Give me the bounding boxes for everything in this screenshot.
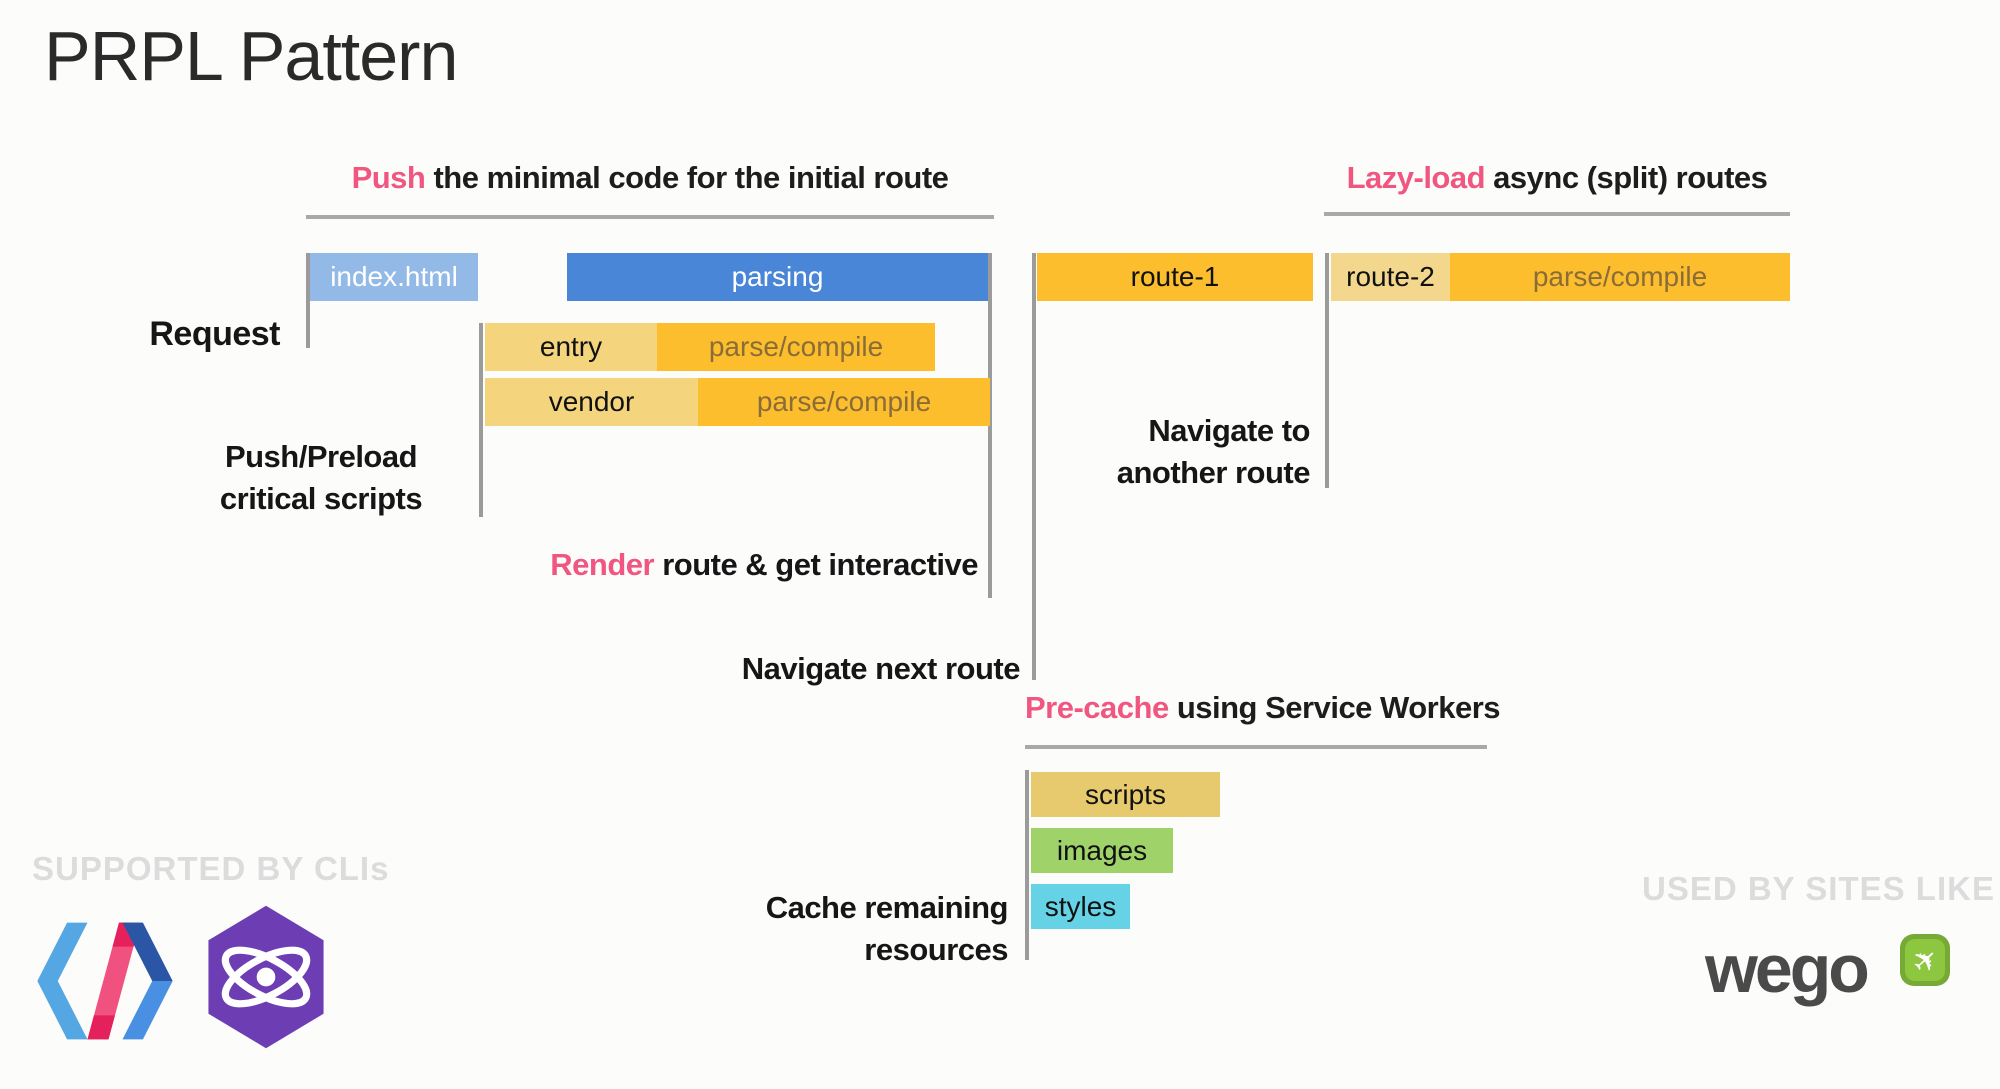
navigate-next-line [1032,253,1036,680]
supported-by-clis-caption: SUPPORTED BY CLIs [32,850,390,887]
heading-lazyload-highlight: Lazy-load [1346,160,1486,195]
label-navigate-next: Navigate next route [741,651,1021,686]
bar-vendor: vendor parse/compile [485,378,990,426]
heading-lazyload-rest: async (split) routes [1485,160,1768,195]
label-render-highlight: Render [550,547,655,582]
page-title: PRPL Pattern [44,17,458,95]
bar-entry-download: entry [485,323,657,371]
label-cache-remaining-line1: Cache remaining [765,890,1009,925]
label-cache-remaining-line2: resources [864,932,1008,967]
bar-parsing: parsing [567,253,988,301]
heading-lazyload-underline [1324,212,1790,216]
label-request: Request [149,315,280,353]
label-push-preload: Push/Preload critical scripts [180,436,462,520]
heading-precache: Pre-cache using Service Workers [1025,688,1501,728]
wego-logo-text: wego [1705,931,1870,1007]
bar-entry: entry parse/compile [485,323,935,371]
preact-logo-svg [208,905,324,1049]
label-navigate-another-line1: Navigate to [1148,413,1310,448]
bar-images: images [1031,828,1173,873]
polymer-logo-icon [35,922,175,1040]
bar-index-html: index.html [310,253,478,301]
navigate-another-line [1325,253,1329,488]
bar-route-2-parse-compile: parse/compile [1450,253,1790,301]
heading-precache-highlight: Pre-cache [1025,690,1169,725]
render-line [988,253,992,598]
bar-route-1-segment: route-1 [1037,253,1313,301]
label-render: Render route & get interactive [380,544,978,586]
label-navigate-another-line2: another route [1116,455,1311,490]
bar-route-2: route-2 parse/compile [1331,253,1790,301]
bar-vendor-download: vendor [485,378,698,426]
bar-route-2-download: route-2 [1331,253,1450,301]
label-push-preload-line2: critical scripts [219,481,423,516]
used-by-sites-caption: USED BY SITES LIKE [1642,870,1995,907]
bar-scripts: scripts [1031,772,1220,817]
wego-airplane-svg: ✈ [1900,934,1950,986]
push-preload-line [479,323,483,517]
cache-line [1025,770,1029,960]
bar-styles: styles [1031,884,1130,929]
heading-push: Push the minimal code for the initial ro… [306,158,994,198]
bar-route-1: route-1 [1037,253,1313,301]
preact-logo-icon [200,903,332,1051]
polymer-logo-svg [37,922,173,1040]
heading-precache-rest: using Service Workers [1168,690,1501,725]
label-push-preload-line1: Push/Preload [224,439,418,474]
heading-precache-underline [1025,745,1487,749]
heading-lazyload: Lazy-load async (split) routes [1324,158,1790,198]
heading-push-rest: the minimal code for the initial route [425,160,949,195]
label-cache-remaining: Cache remaining resources [700,887,1009,971]
heading-push-underline [306,215,994,219]
request-line [306,253,310,348]
label-render-rest: route & get interactive [654,547,978,582]
wego-airplane-icon: ✈ [1898,928,1952,992]
bar-parsing-segment: parsing [567,253,988,301]
bar-index-html-segment: index.html [310,253,478,301]
bar-entry-parse-compile: parse/compile [657,323,935,371]
bar-vendor-parse-compile: parse/compile [698,378,990,426]
label-navigate-another: Navigate to another route [1010,410,1311,494]
heading-push-highlight: Push [351,160,426,195]
